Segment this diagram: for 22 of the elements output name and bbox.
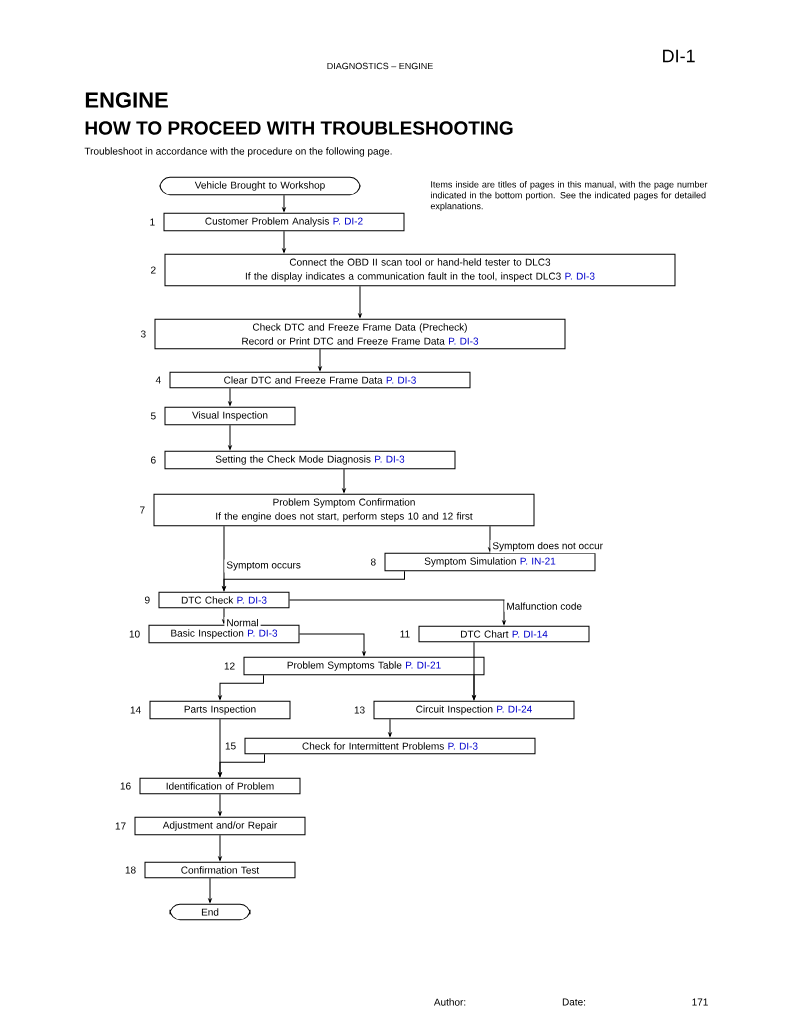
title: HOW TO PROCEED WITH TROUBLESHOOTING xyxy=(85,121,513,135)
arrow xyxy=(289,599,506,625)
arrow xyxy=(282,194,286,212)
arrow xyxy=(228,387,232,406)
arrow xyxy=(472,674,476,700)
arrow xyxy=(222,570,405,591)
arrow xyxy=(218,834,222,861)
arrow xyxy=(208,877,212,903)
arrow xyxy=(218,753,265,777)
arrow xyxy=(282,230,286,253)
arrow xyxy=(488,525,492,552)
arrow xyxy=(299,633,366,656)
arrow xyxy=(222,607,226,624)
arrow xyxy=(218,674,264,700)
arrow xyxy=(388,718,392,737)
label-text: ENGINE xyxy=(85,92,168,108)
arrow xyxy=(228,424,232,450)
arrow xyxy=(358,285,362,318)
arrow xyxy=(318,348,322,371)
label-text: DI-1 xyxy=(663,49,695,63)
arrow xyxy=(218,793,222,816)
arrow xyxy=(342,468,346,493)
